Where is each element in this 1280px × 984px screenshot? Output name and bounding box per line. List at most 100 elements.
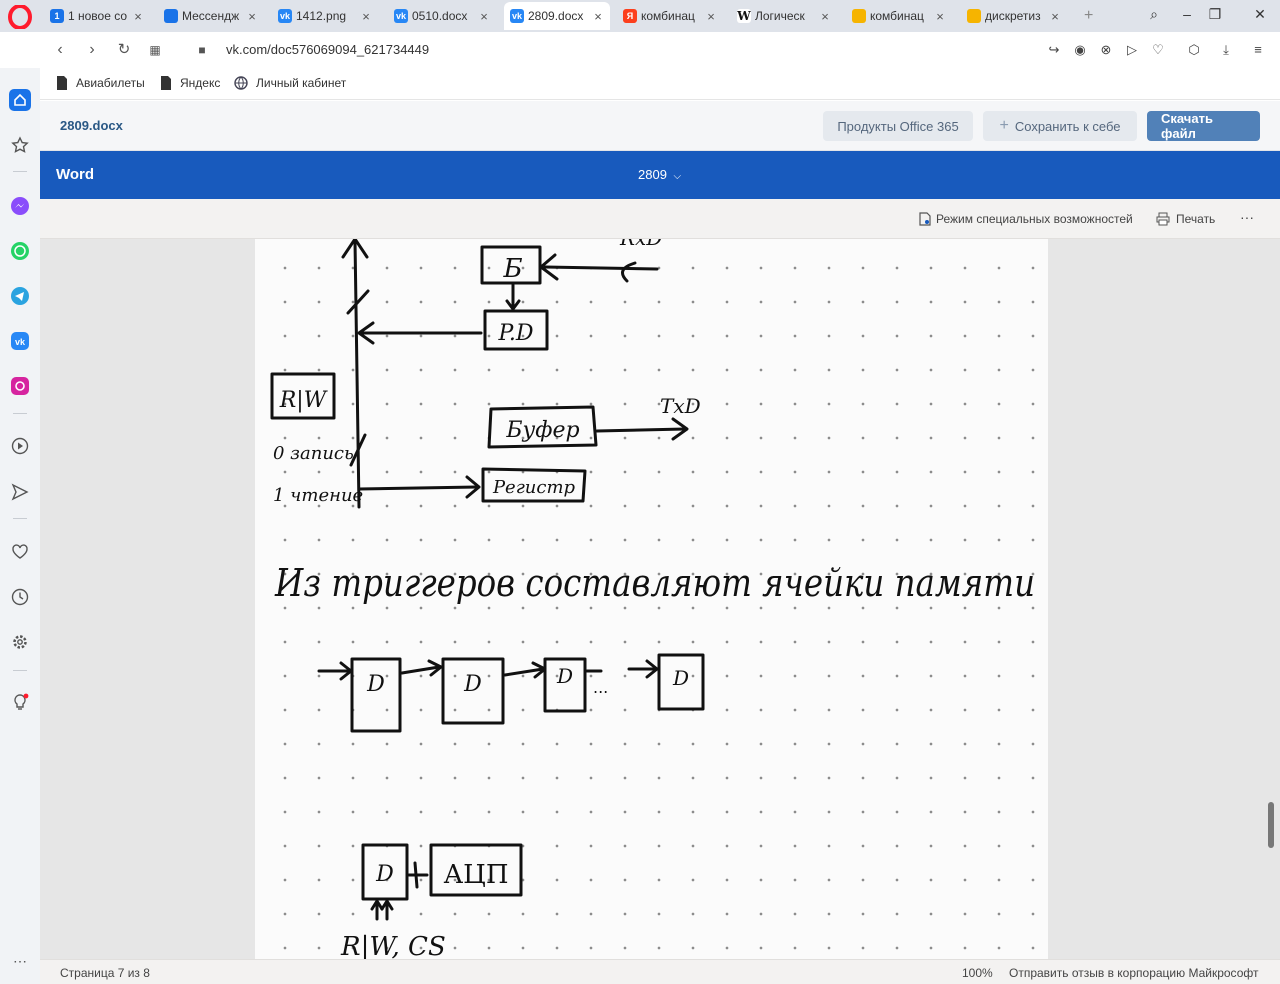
send-icon[interactable]: ▷ — [1127, 42, 1137, 57]
browser-tab[interactable]: дискретиз × — [961, 2, 1067, 30]
whatsapp-icon[interactable] — [9, 240, 31, 262]
download-file-button[interactable]: Скачать файл — [1147, 111, 1260, 141]
close-window-icon[interactable]: ✕ — [1254, 6, 1266, 22]
url-field[interactable]: vk.com/doc576069094_621734449 — [226, 42, 430, 57]
tab-title: комбинац — [641, 9, 695, 23]
sidebar-more-icon[interactable]: ⋯ — [13, 952, 27, 969]
box-dn — [657, 653, 705, 711]
box-pd — [483, 309, 549, 351]
bookmark-lichny-kabinet[interactable]: Личный кабинет — [234, 76, 346, 90]
bus-to-register-line — [357, 485, 479, 491]
handwritten-drawing: Б RxD P.D R|W 0 запись 1 чтение Буфер Tx… — [270, 239, 1035, 959]
search-tabs-icon[interactable]: ⌕ — [1150, 6, 1158, 22]
caption-text: Из триггеров составляют ячейки памяти — [274, 561, 1035, 605]
bookmarks-bar: Авиабилеты Яндекс Личный кабинет — [40, 68, 1280, 100]
browser-tab[interactable]: vk 0510.docx × — [388, 2, 496, 30]
download-icon[interactable]: ⤓ — [1223, 42, 1229, 57]
heart-icon[interactable]: ♡ — [1152, 42, 1164, 57]
instagram-icon[interactable] — [9, 375, 31, 397]
tab-close-icon[interactable]: × — [248, 8, 256, 24]
opera-logo-icon[interactable] — [8, 5, 32, 29]
label-adc: АЦП — [443, 860, 508, 890]
tab-title: комбинац — [870, 9, 924, 23]
vk-sidebar-icon[interactable]: vk — [9, 330, 31, 352]
document-title-dropdown[interactable]: 2809 ⌵ — [638, 167, 682, 182]
box-d1 — [350, 657, 402, 733]
mail-icon: 1 — [50, 9, 64, 23]
forward-icon[interactable]: › — [89, 41, 95, 58]
save-to-self-button[interactable]: + Сохранить к себе — [983, 111, 1137, 141]
tab-close-icon[interactable]: × — [134, 8, 142, 24]
browser-tab[interactable]: Мессендж× — [158, 2, 264, 30]
print-button[interactable]: Печать — [1156, 212, 1215, 226]
tab-close-icon[interactable]: × — [594, 8, 602, 24]
document-icon — [57, 76, 67, 90]
label-d3: D — [556, 664, 573, 688]
new-tab-button[interactable]: + — [1078, 2, 1134, 30]
share-icon[interactable]: ↪ — [1048, 42, 1060, 57]
player-icon[interactable] — [9, 435, 31, 457]
tab-close-icon[interactable]: × — [362, 8, 370, 24]
tab-close-icon[interactable]: × — [707, 8, 715, 24]
tab-title: дискретиз — [985, 9, 1041, 23]
image-icon — [852, 9, 866, 23]
doc-header: 2809.docx Продукты Office 365 + Сохранит… — [40, 101, 1280, 151]
speed-dial-icon[interactable]: ▦ — [149, 43, 161, 57]
ribbon-bar: Режим специальных возможностей Печать ··… — [40, 199, 1280, 239]
accessibility-mode-button[interactable]: Режим специальных возможностей — [918, 212, 1133, 226]
opera-sidebar: vk ⋯ — [0, 68, 40, 984]
lightbulb-icon[interactable] — [9, 692, 31, 714]
restore-icon[interactable]: ❐ — [1208, 6, 1222, 22]
scrollbar-thumb[interactable] — [1268, 802, 1274, 848]
tab-close-icon[interactable]: × — [936, 8, 944, 24]
box-register — [481, 467, 587, 503]
label-dots: ... — [593, 678, 608, 697]
home-icon[interactable] — [9, 89, 31, 111]
office-products-button[interactable]: Продукты Office 365 — [823, 111, 973, 141]
more-options-icon[interactable]: ··· — [1240, 209, 1254, 225]
document-viewport[interactable]: Б RxD P.D R|W 0 запись 1 чтение Буфер Tx… — [40, 239, 1280, 959]
tab-close-icon[interactable]: × — [480, 8, 488, 24]
snapshot-icon[interactable]: ◉ — [1074, 42, 1086, 57]
wikipedia-icon: W — [737, 9, 751, 23]
address-bar: ‹ › ↻ ▦ ■ vk.com/doc576069094_621734449 … — [0, 32, 1280, 68]
menu-icon[interactable]: ≡ — [1254, 42, 1262, 57]
plus-icon: + — [1084, 7, 1094, 24]
telegram-icon[interactable] — [9, 285, 31, 307]
page-count: Страница 7 из 8 — [60, 966, 150, 980]
tab-title: 1412.png — [296, 9, 347, 23]
bookmarks-star-icon[interactable] — [9, 134, 31, 156]
tab-close-icon[interactable]: × — [821, 8, 829, 24]
feedback-link[interactable]: Отправить отзыв в корпорацию Майкрософт — [1009, 966, 1259, 980]
settings-gear-icon[interactable] — [9, 631, 31, 653]
chevron-down-icon: ⌵ — [673, 171, 682, 182]
send-sidebar-icon[interactable] — [9, 481, 31, 503]
messenger-icon[interactable] — [9, 195, 31, 217]
label-b: Б — [502, 254, 522, 284]
cube-icon[interactable]: ⬡ — [1188, 42, 1200, 57]
reload-icon[interactable]: ↻ — [117, 41, 131, 58]
messenger-icon — [164, 9, 178, 23]
box-rw — [270, 372, 336, 420]
bookmark-aviabilety[interactable]: Авиабилеты — [56, 76, 145, 90]
history-icon[interactable] — [9, 586, 31, 608]
adblock-icon[interactable]: ⊗ — [1100, 42, 1112, 57]
up-arrow-1-head — [370, 899, 384, 911]
accessibility-icon — [919, 212, 931, 226]
up-arrow-2-head — [380, 899, 394, 911]
minimize-icon[interactable]: – — [1183, 6, 1191, 22]
bookmark-yandex[interactable]: Яндекс — [160, 76, 220, 90]
tab-title: 0510.docx — [412, 9, 468, 23]
heart-sidebar-icon[interactable] — [9, 541, 31, 563]
browser-tab[interactable]: комбинац × — [846, 2, 952, 30]
tab-close-icon[interactable]: × — [1051, 8, 1059, 24]
box-d-bottom — [361, 843, 409, 901]
zoom-level[interactable]: 100% — [962, 966, 993, 980]
vk-icon: vk — [394, 9, 408, 23]
back-icon[interactable]: ‹ — [57, 41, 63, 58]
